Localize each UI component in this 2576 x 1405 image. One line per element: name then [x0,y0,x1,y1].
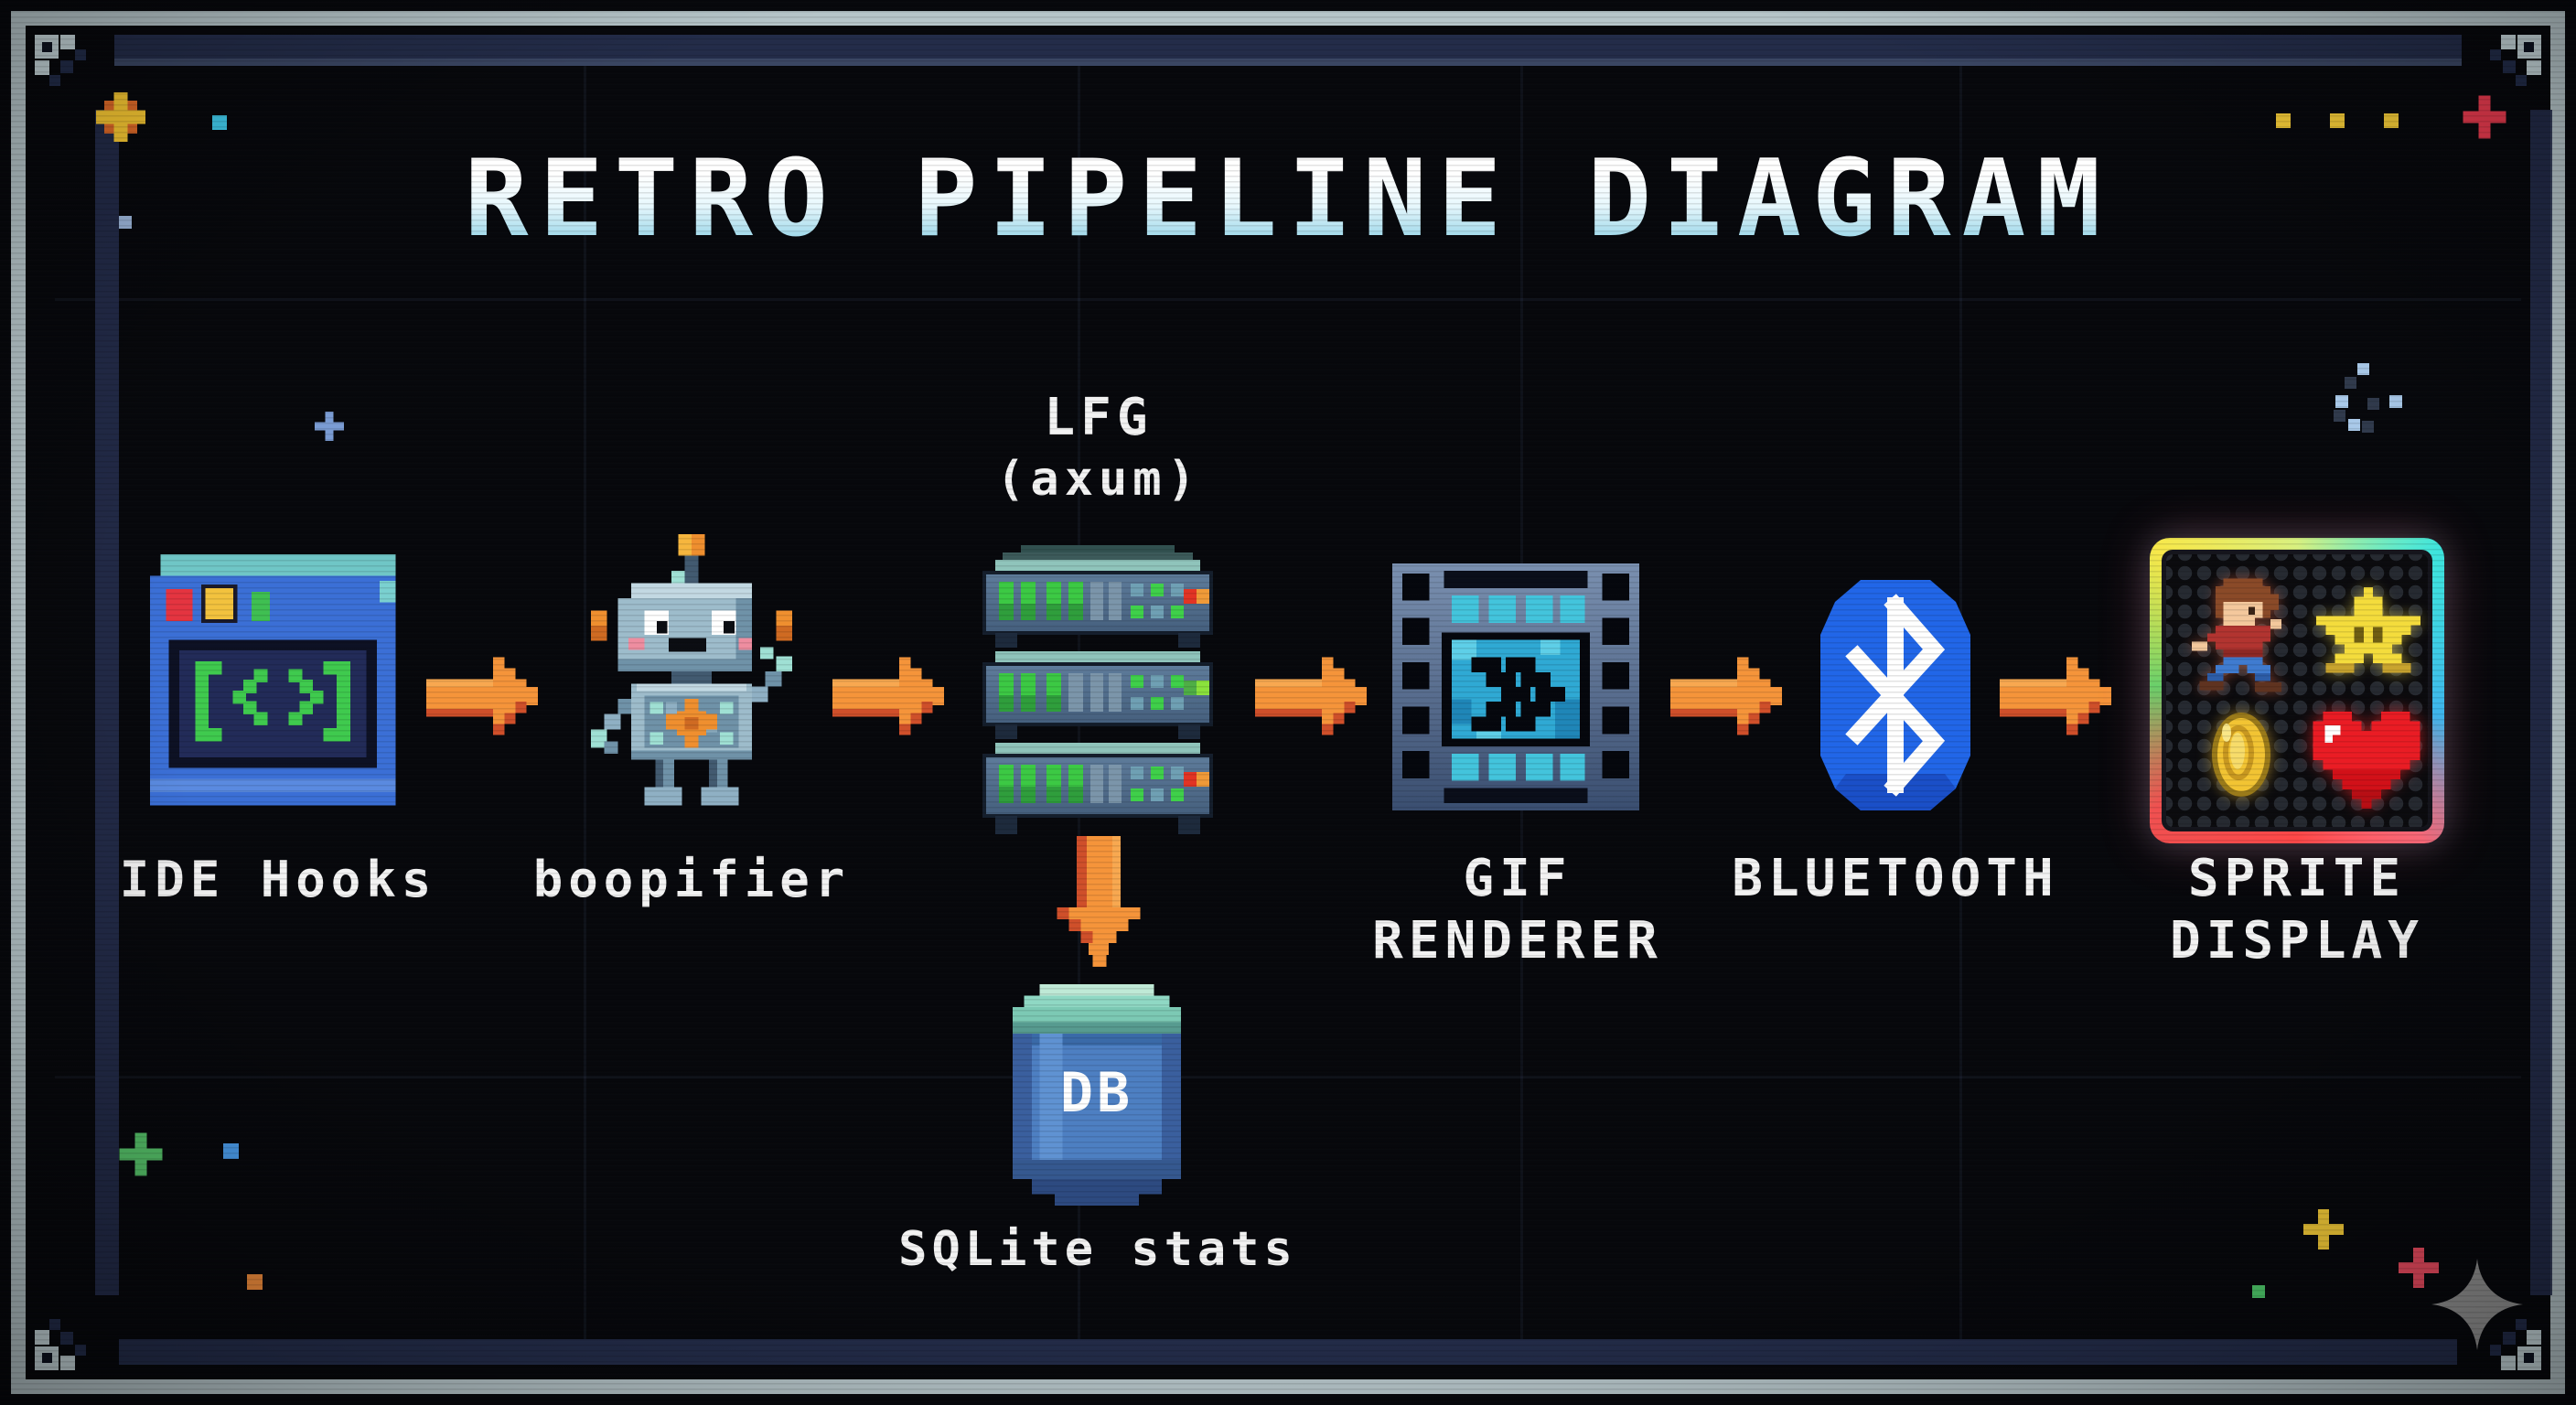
pixel-dot-yellow [2330,113,2345,128]
database-icon-text: DB [1059,1061,1134,1125]
pixel-dot-dark [2334,410,2345,422]
sprite-display-panel [2162,550,2432,831]
inner-frame-left [95,110,119,1295]
robot-icon [591,534,792,806]
database-cylinder-icon [1013,984,1181,1206]
heart-sprite-icon [2313,712,2420,809]
flow-arrow-right-icon [2000,657,2111,735]
flow-arrow-right-icon [832,657,944,735]
inner-frame-top [114,35,2462,66]
flow-arrow-right-icon [1255,657,1367,735]
grid-line [584,55,586,1350]
grid-line [55,1076,2521,1078]
flow-arrow-down-icon [1057,836,1141,967]
pixel-dot-steel [119,216,132,229]
frame-corner-ornament [2490,1319,2541,1370]
node-title-lfg: LFG [1044,388,1154,447]
pixel-dot-yellow [2276,113,2291,128]
pixel-dot-yellow [2384,113,2399,128]
frame-corner-ornament [2490,35,2541,86]
pixel-dot-light [2357,363,2369,375]
flow-arrow-right-icon [1670,657,1782,735]
node-label-bluetooth: BLUETOOTH [1732,849,2059,908]
sparkle-icon [2431,1259,2523,1350]
plus-star-red-icon [2463,95,2506,139]
star-sprite-icon [2316,587,2420,673]
server-stack-icon [982,545,1213,834]
bluetooth-icon [1820,580,1970,810]
frame-corner-ornament [35,35,86,86]
pixel-dot-dark [2367,398,2379,410]
pixel-dot-dark [2345,377,2356,389]
pixel-dot-light [2389,395,2402,408]
inner-frame-bottom [119,1339,2457,1365]
node-label-boopifier: boopifier [532,851,851,908]
pixel-dot-light [2348,419,2360,431]
frame-corner-ornament [35,1319,86,1370]
pixel-dot-blue [223,1143,239,1159]
pixel-dot-orange [247,1274,263,1290]
pixel-dot-cyan [212,115,227,130]
node-title-lfg-sub: (axum) [996,452,1201,507]
node-label-display: DISPLAY [2169,911,2424,971]
node-label-gif: GIF [1463,849,1572,908]
outer-frame [11,11,2565,1394]
plus-star-green-icon [119,1132,163,1176]
page-title: RETRO PIPELINE DIAGRAM [0,137,2576,261]
plus-star-pink-icon [2399,1248,2439,1288]
pixel-dot-light [2335,395,2348,408]
grid-line [55,298,2521,301]
plus-star-blue-icon [315,412,344,441]
runner-sprite-icon [2192,578,2282,692]
ide-window-icon [149,554,396,806]
node-label-sprite: SPRITE [2187,849,2407,908]
plus-star-orange-icon [96,92,145,142]
node-label-sqlite-stats: SQLite stats [898,1222,1297,1277]
sprite-display-frame [2150,538,2444,843]
inner-frame-right [2530,110,2552,1295]
coin-sprite-icon [2212,713,2270,797]
node-label-ide-hooks: IDE Hooks [119,851,437,908]
film-strip-icon [1392,563,1639,810]
pixel-dot-dark [2362,421,2374,433]
plus-star-yellow-icon [2303,1209,2344,1249]
pixel-dot-green [2252,1285,2265,1298]
node-label-renderer: RENDERER [1372,911,1663,971]
flow-arrow-right-icon [426,657,538,735]
